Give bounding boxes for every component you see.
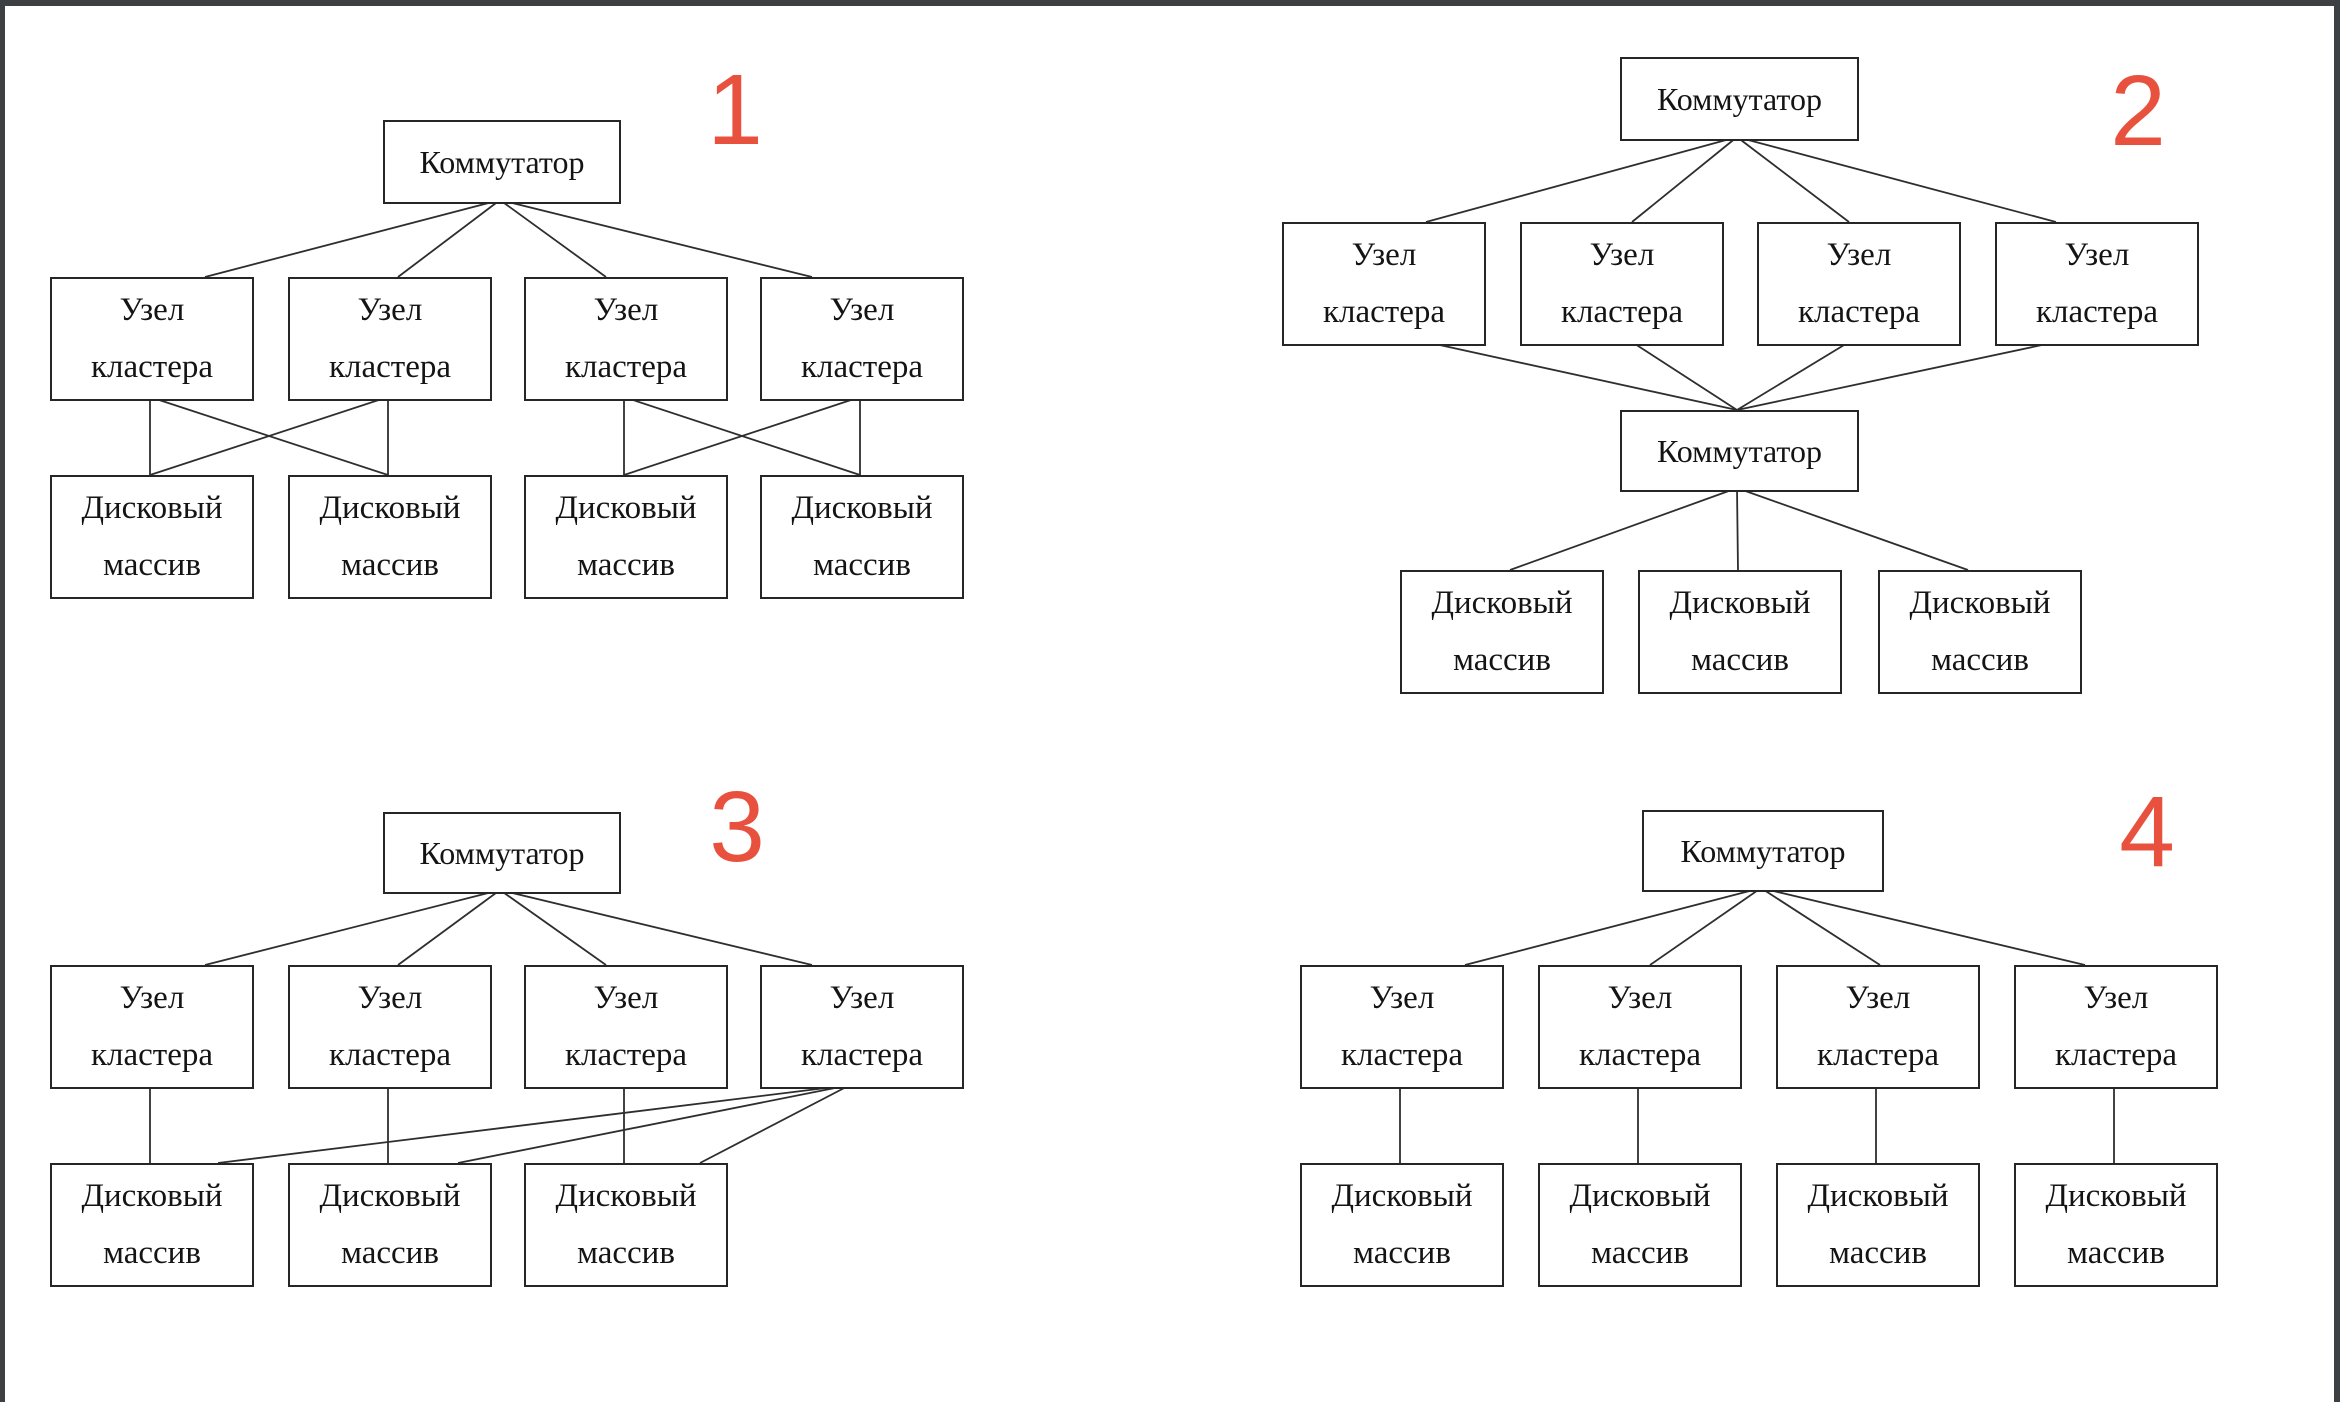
connector-line <box>1464 887 1762 966</box>
cluster-node-box: Узел кластера <box>1757 222 1961 346</box>
disk-array-box: Дисковый массив <box>1300 1163 1504 1287</box>
page-frame-left <box>0 0 5 1402</box>
connector-line <box>149 396 389 476</box>
page-frame-right <box>2334 0 2340 1402</box>
cluster-node-box: Узел кластера <box>524 965 728 1089</box>
switch-box: Коммутатор <box>1620 57 1859 141</box>
disk-array-box: Дисковый массив <box>1638 570 1842 694</box>
switch-box: Коммутатор <box>383 120 621 204</box>
connector-line <box>1425 136 1738 223</box>
disk-array-box: Дисковый массив <box>1400 570 1604 694</box>
disk-array-box: Дисковый массив <box>50 475 254 599</box>
diagram-3-number: 3 <box>709 771 765 883</box>
connector-line <box>1760 887 2086 966</box>
diagram-1-number: 1 <box>707 54 763 166</box>
disk-array-box: Дисковый массив <box>524 475 728 599</box>
cluster-node-box: Узел кластера <box>288 965 492 1089</box>
connector-line <box>1631 341 1738 411</box>
cluster-node-box: Узел кластера <box>1520 222 1724 346</box>
connector-line <box>499 889 813 966</box>
disk-array-box: Дисковый массив <box>288 475 492 599</box>
connector-line <box>623 396 861 476</box>
cluster-node-box: Узел кластера <box>2014 965 2218 1089</box>
connector-line <box>1509 487 1738 571</box>
connector-line <box>1649 887 1762 966</box>
cluster-node-box: Узел кластера <box>1995 222 2199 346</box>
cluster-node-box: Узел кластера <box>1282 222 1486 346</box>
connector-line <box>699 1084 851 1164</box>
disk-array-box: Дисковый массив <box>2014 1163 2218 1287</box>
switch-box: Коммутатор <box>383 812 621 894</box>
disk-array-box: Дисковый массив <box>1538 1163 1742 1287</box>
cluster-node-box: Узел кластера <box>50 277 254 401</box>
cluster-node-box: Узел кластера <box>760 965 964 1089</box>
connector-line <box>204 889 501 966</box>
cluster-node-box: Узел кластера <box>288 277 492 401</box>
switch-box: Коммутатор <box>1620 410 1859 492</box>
disk-array-box: Дисковый массив <box>760 475 964 599</box>
page-frame-top <box>0 0 2340 6</box>
connector-line <box>1425 341 1738 411</box>
disk-array-box: Дисковый массив <box>50 1163 254 1287</box>
disk-array-box: Дисковый массив <box>1878 570 2082 694</box>
connector-line <box>1736 136 2057 223</box>
cluster-node-box: Узел кластера <box>760 277 964 401</box>
diagram-2-number: 2 <box>2110 55 2166 167</box>
switch-box: Коммутатор <box>1642 810 1884 892</box>
connector-line <box>499 199 813 278</box>
connector-line <box>204 199 501 278</box>
connector-line <box>397 199 501 278</box>
cluster-node-box: Узел кластера <box>1538 965 1742 1089</box>
connector-line <box>457 1084 851 1164</box>
connector-line <box>1631 136 1738 223</box>
connector-line <box>1736 341 1850 411</box>
cluster-node-box: Узел кластера <box>524 277 728 401</box>
connector-line <box>217 1084 851 1164</box>
connector-line <box>1736 487 1969 571</box>
disk-array-box: Дисковый массив <box>288 1163 492 1287</box>
connector-line <box>1760 887 1881 966</box>
connector-line <box>1736 487 1739 571</box>
cluster-node-box: Узел кластера <box>50 965 254 1089</box>
connector-line <box>499 199 607 278</box>
cluster-node-box: Узел кластера <box>1300 965 1504 1089</box>
connector-line <box>1736 341 2057 411</box>
disk-array-box: Дисковый массив <box>1776 1163 1980 1287</box>
connector-line <box>1736 136 1850 223</box>
diagram-4-number: 4 <box>2119 776 2175 888</box>
cluster-node-box: Узел кластера <box>1776 965 1980 1089</box>
disk-array-box: Дисковый массив <box>524 1163 728 1287</box>
connector-line <box>397 889 501 966</box>
connector-line <box>499 889 607 966</box>
